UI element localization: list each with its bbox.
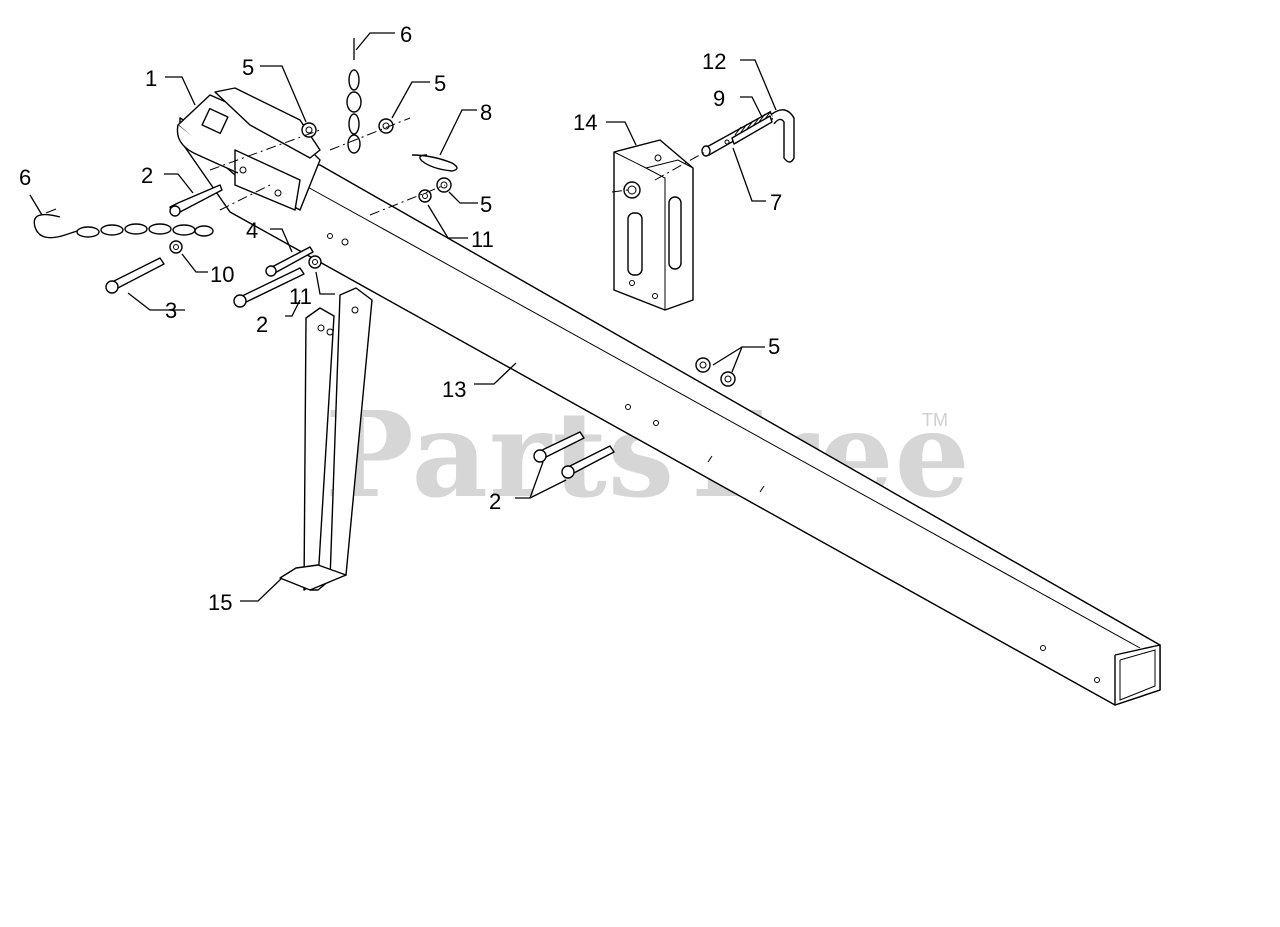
- nut-5-mid[interactable]: [436, 177, 452, 193]
- callout-2-tube[interactable]: 2: [489, 489, 501, 514]
- bolt-4[interactable]: [265, 246, 314, 277]
- leader-lines: [29, 32, 777, 602]
- bolt-long-3[interactable]: [105, 257, 165, 294]
- callout-10[interactable]: 10: [210, 262, 234, 287]
- callout-2-lower[interactable]: 2: [256, 312, 268, 337]
- callout-12[interactable]: 12: [702, 49, 726, 74]
- callout-11-lower[interactable]: 11: [289, 284, 312, 309]
- upper-chain[interactable]: [346, 38, 362, 154]
- callout-5-right[interactable]: 5: [768, 334, 780, 359]
- watermark-trademark: TM: [922, 410, 948, 430]
- nut-5-top-b[interactable]: [378, 118, 394, 134]
- callout-14[interactable]: 14: [573, 110, 597, 135]
- callout-11-mid[interactable]: 11: [471, 227, 494, 252]
- safety-chain[interactable]: [33, 208, 214, 239]
- spring-pin[interactable]: [701, 109, 795, 163]
- callout-7[interactable]: 7: [770, 190, 782, 215]
- callout-6-top[interactable]: 6: [400, 22, 412, 47]
- jack-stand[interactable]: [279, 287, 373, 591]
- nut-11-lower[interactable]: [308, 255, 322, 269]
- nut-5-right-b[interactable]: [720, 371, 736, 387]
- bolt-upper[interactable]: [169, 184, 223, 217]
- callout-8[interactable]: 8: [480, 100, 492, 125]
- callout-9[interactable]: 9: [713, 86, 725, 111]
- callout-labels: 1 2 2 2 3 4 5 5 5 5 6 6 7 8 9 10 11 11 1…: [19, 22, 782, 615]
- callout-5-top-right[interactable]: 5: [434, 71, 446, 96]
- assembly-centerlines: [209, 117, 706, 216]
- callout-4[interactable]: 4: [246, 218, 258, 243]
- bolt-2-tube-b[interactable]: [561, 445, 615, 479]
- washer-10[interactable]: [169, 240, 183, 254]
- callout-13[interactable]: 13: [442, 377, 466, 402]
- hair-pin[interactable]: [411, 154, 458, 172]
- callout-5-mid[interactable]: 5: [480, 192, 492, 217]
- jack-bracket[interactable]: [613, 139, 694, 311]
- bolt-2-tube-a[interactable]: [533, 431, 585, 463]
- hitch-coupler[interactable]: [176, 87, 321, 211]
- callout-2-upper[interactable]: 2: [141, 163, 153, 188]
- bolt-2-lower[interactable]: [233, 267, 305, 308]
- callout-6-left[interactable]: 6: [19, 165, 31, 190]
- tongue-tube[interactable]: [179, 117, 1161, 706]
- nut-11-mid[interactable]: [418, 189, 432, 203]
- callout-5-top-left[interactable]: 5: [242, 55, 254, 80]
- nut-5-right-a[interactable]: [695, 357, 711, 373]
- callout-15[interactable]: 15: [208, 590, 232, 615]
- callout-3[interactable]: 3: [165, 298, 177, 323]
- nut-5-top-a[interactable]: [301, 122, 317, 138]
- callout-1[interactable]: 1: [145, 66, 157, 91]
